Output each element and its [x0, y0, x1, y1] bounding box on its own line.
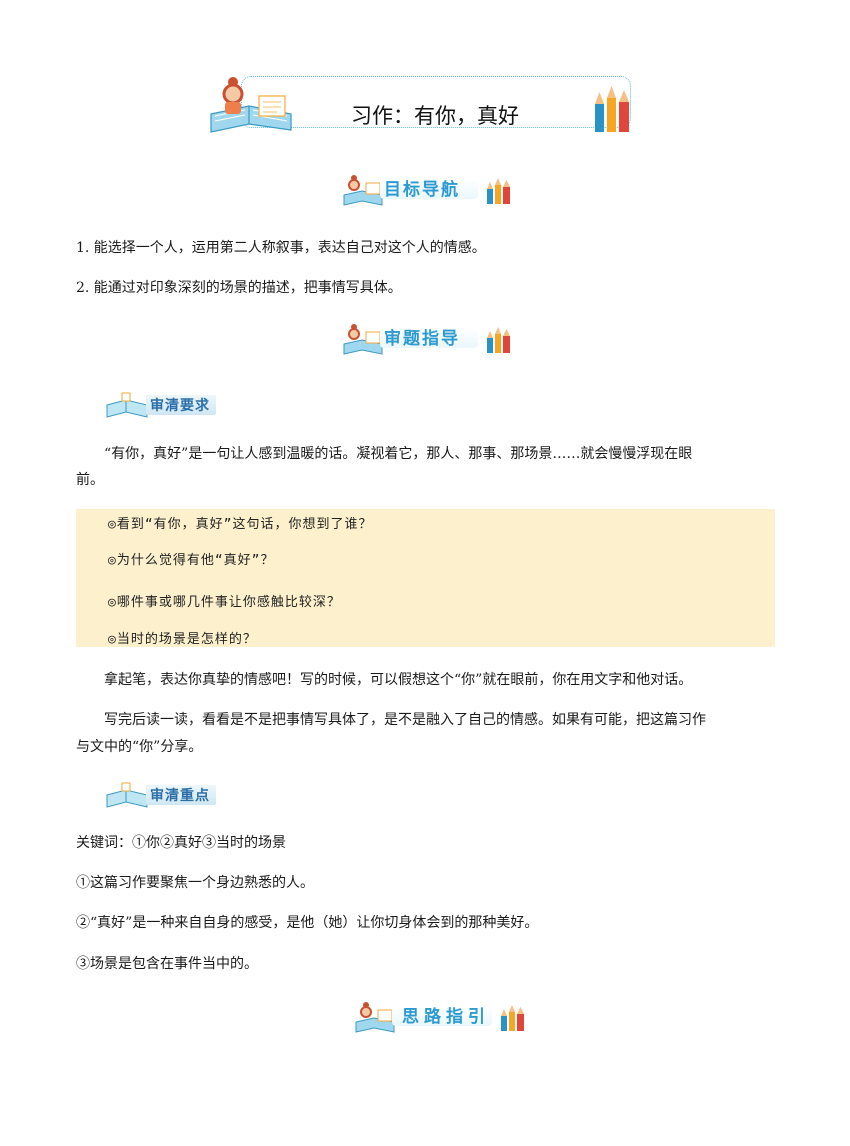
subheading-label: 审清重点	[150, 788, 210, 804]
intro-paragraph-line: “有你，真好”是一句让人感到温暖的话。凝视着它，那人、那事、那场景……就会慢慢浮…	[104, 446, 693, 462]
prompt-question: ◎看到“有你，真好”这句话，你想到了谁？	[108, 517, 373, 532]
pencils-icon	[487, 178, 510, 204]
goal-item: 1. 能选择一个人，运用第二人称叙事，表达自己对这个人的情感。	[76, 240, 486, 256]
subheading-label: 审清要求	[150, 398, 210, 414]
body-paragraph-line: 写完后读一读，看看是不是把事情写具体了，是不是融入了自己的情感。如果有可能，把这…	[104, 712, 706, 728]
subheading-requirements: 审清要求	[104, 391, 234, 418]
prompt-question: ◎为什么觉得有他“真好”？	[108, 553, 275, 568]
prompt-questions-box: ◎看到“有你，真好”这句话，你想到了谁？ ◎为什么觉得有他“真好”？ ◎哪件事或…	[76, 509, 775, 647]
girl-reading-book-icon	[355, 1002, 395, 1033]
section-ribbon	[380, 328, 478, 348]
title-frame	[241, 76, 631, 128]
prompt-question: ◎哪件事或哪几件事让你感触比较深？	[108, 595, 341, 610]
intro-paragraph-line: 前。	[76, 472, 104, 488]
open-book-icon	[106, 782, 148, 808]
section-ribbon	[380, 179, 478, 199]
girl-reading-book-icon	[210, 77, 292, 133]
open-book-icon	[106, 392, 148, 418]
page-title: 习作：有你，真好	[351, 104, 519, 128]
section-banner-review: 审题指导	[340, 322, 515, 356]
section-label: 审题指导	[384, 329, 460, 349]
subheading-bar	[146, 785, 216, 805]
section-label: 思路指引	[402, 1007, 490, 1027]
keypoint-item: ①这篇习作要聚焦一个身边熟悉的人。	[76, 875, 314, 891]
keypoint-item: ②“真好”是一种来自自身的感受，是他（她）让你切身体会到的那种美好。	[76, 915, 539, 931]
pencils-icon	[487, 327, 510, 353]
body-paragraph-line: 与文中的“你”分享。	[76, 739, 203, 755]
title-banner: 习作：有你，真好	[205, 72, 635, 136]
body-paragraph: 拿起笔，表达你真挚的情感吧！写的时候，可以假想这个“你”就在眼前，你在用文字和他…	[104, 672, 693, 688]
section-label: 目标导航	[384, 180, 460, 200]
section-banner-ideas: 思路指引	[352, 1000, 527, 1034]
girl-reading-book-icon	[343, 175, 383, 206]
goal-item: 2. 能通过对印象深刻的场景的描述，把事情写具体。	[76, 280, 402, 296]
keywords-line: 关键词：①你②真好③当时的场景	[76, 835, 286, 851]
keypoint-item: ③场景是包含在事件当中的。	[76, 956, 258, 972]
girl-reading-book-icon	[343, 324, 383, 355]
subheading-bar	[146, 395, 216, 415]
pencils-icon	[501, 1005, 524, 1031]
pencils-icon	[595, 86, 629, 132]
section-banner-goals: 目标导航	[340, 173, 515, 207]
prompt-question: ◎当时的场景是怎样的？	[108, 632, 257, 647]
section-ribbon	[392, 1006, 492, 1026]
subheading-keypoints: 审清重点	[104, 781, 234, 808]
